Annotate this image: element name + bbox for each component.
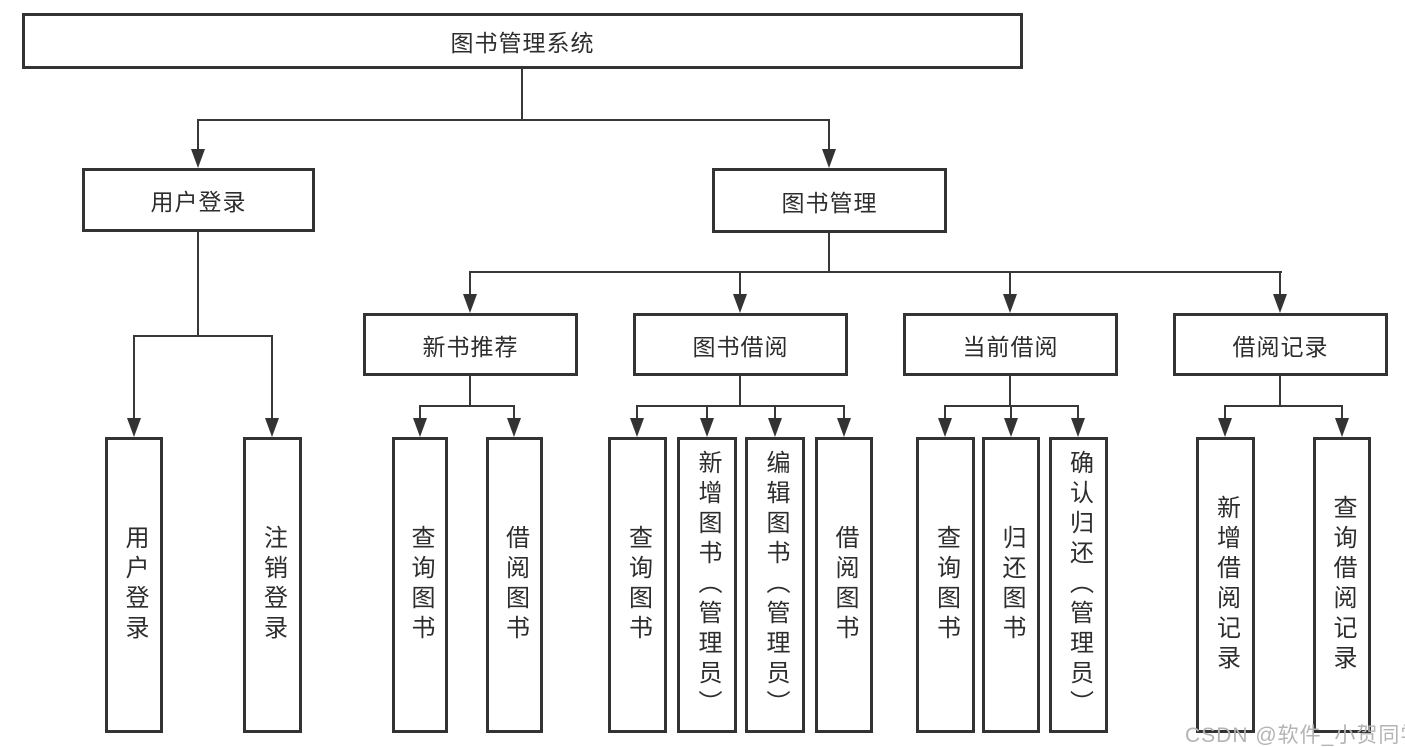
- arrowhead-borrow-leaf1: [630, 418, 644, 437]
- leaf-query-borrow-record: 查询借阅记录: [1313, 437, 1371, 733]
- connector-drop-new-leaf2: [513, 405, 515, 422]
- arrowhead-new-leaf1: [413, 418, 427, 437]
- connector-drop-group-borrow: [739, 271, 741, 297]
- connector-book-stem: [828, 231, 830, 273]
- leaf-add-borrow-record: 新增借阅记录: [1196, 437, 1255, 733]
- connector-drop-group-current: [1009, 271, 1011, 297]
- leaf-return-book: 归还图书: [982, 437, 1040, 733]
- leaf-logout: 注销登录: [243, 437, 302, 733]
- connector-drop-current-leaf1: [944, 405, 946, 422]
- connector-drop-record-leaf1: [1224, 405, 1226, 422]
- connector-drop-leaf-login: [133, 335, 135, 421]
- leaf-new-query-book: 查询图书: [392, 437, 448, 733]
- connector-drop-group-record: [1279, 271, 1281, 297]
- arrowhead-current-leaf3: [1071, 418, 1085, 437]
- watermark: CSDN @软件_小贺同学: [1185, 724, 1405, 747]
- node-current-borrow: 当前借阅: [903, 313, 1118, 376]
- connector-new-stem: [469, 375, 471, 407]
- arrowhead-current-leaf2: [1004, 418, 1018, 437]
- arrowhead-book-mgmt: [822, 149, 836, 168]
- node-user-login: 用户登录: [82, 168, 315, 232]
- node-borrow-record: 借阅记录: [1173, 313, 1388, 376]
- arrowhead-group-borrow: [733, 294, 747, 313]
- connector-user-stem: [197, 231, 199, 337]
- connector-root-stem: [521, 68, 523, 121]
- connector-borrow-rail: [636, 405, 845, 407]
- leaf-user-login: 用户登录: [105, 437, 163, 733]
- connector-drop-borrow-leaf3: [774, 405, 776, 422]
- node-root: 图书管理系统: [22, 13, 1023, 69]
- connector-root-rail: [197, 119, 830, 121]
- arrowhead-group-new: [463, 294, 477, 313]
- arrowhead-leaf-logout: [265, 418, 279, 437]
- arrowhead-borrow-leaf4: [837, 418, 851, 437]
- arrowhead-group-current: [1003, 294, 1017, 313]
- connector-drop-book-mgmt: [828, 119, 830, 153]
- arrowhead-borrow-leaf3: [768, 418, 782, 437]
- connector-new-rail: [419, 405, 515, 407]
- leaf-borrow-book: 借阅图书: [815, 437, 873, 733]
- connector-drop-borrow-leaf2: [706, 405, 708, 422]
- arrowhead-leaf-login: [127, 418, 141, 437]
- arrowhead-user-login: [191, 149, 205, 168]
- leaf-edit-book-admin: 编辑图书（管理员）: [745, 437, 805, 733]
- arrowhead-record-leaf1: [1218, 418, 1232, 437]
- leaf-new-borrow-book: 借阅图书: [486, 437, 543, 733]
- arrowhead-borrow-leaf2: [700, 418, 714, 437]
- connector-record-stem: [1279, 375, 1281, 407]
- leaf-confirm-return-admin: 确认归还（管理员）: [1049, 437, 1108, 733]
- connector-drop-record-leaf2: [1341, 405, 1343, 422]
- connector-drop-borrow-leaf1: [636, 405, 638, 422]
- connector-drop-new-leaf1: [419, 405, 421, 422]
- connector-current-stem: [1009, 375, 1011, 407]
- arrowhead-current-leaf1: [938, 418, 952, 437]
- arrowhead-group-record: [1273, 294, 1287, 313]
- leaf-current-query-book: 查询图书: [916, 437, 975, 733]
- connector-drop-borrow-leaf4: [843, 405, 845, 422]
- arrowhead-record-leaf2: [1335, 418, 1349, 437]
- arrowhead-new-leaf2: [507, 418, 521, 437]
- connector-drop-current-leaf2: [1010, 405, 1012, 422]
- connector-user-rail: [133, 335, 273, 337]
- leaf-borrow-query-book: 查询图书: [608, 437, 667, 733]
- connector-book-rail: [469, 271, 1282, 273]
- node-book-borrow: 图书借阅: [633, 313, 848, 376]
- connector-drop-current-leaf3: [1077, 405, 1079, 422]
- connector-drop-user-login: [197, 119, 199, 153]
- node-book-management: 图书管理: [712, 168, 947, 233]
- connector-drop-leaf-logout: [271, 335, 273, 421]
- connector-drop-group-new: [469, 271, 471, 297]
- node-new-book-recommend: 新书推荐: [363, 313, 578, 376]
- leaf-add-book-admin: 新增图书（管理员）: [677, 437, 737, 733]
- connector-record-rail: [1224, 405, 1343, 407]
- connector-borrow-stem: [739, 375, 741, 407]
